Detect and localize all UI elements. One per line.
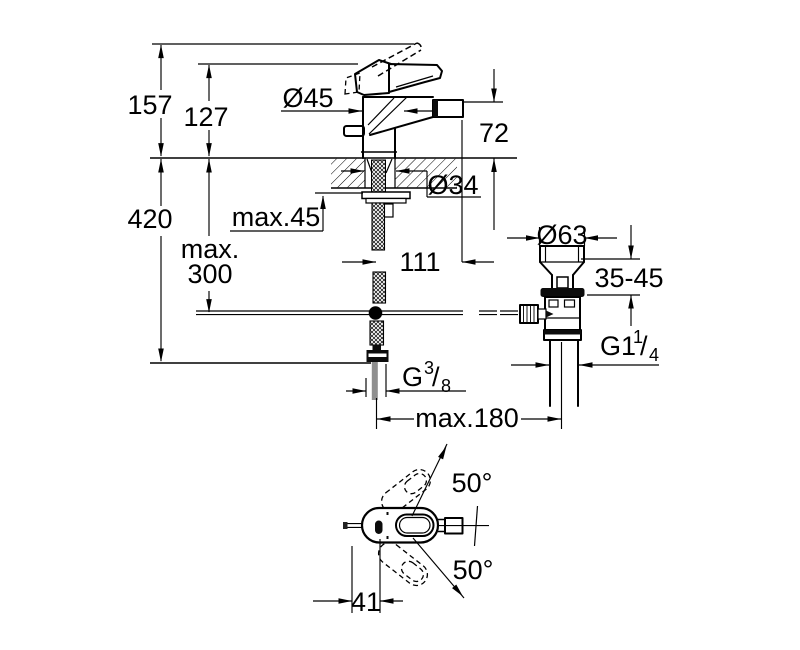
dimension-max180: max.180 bbox=[375, 342, 563, 433]
pop-up-knob bbox=[343, 125, 365, 137]
waste-tailpipe bbox=[549, 339, 579, 407]
dim-label-g38-base: G bbox=[402, 362, 423, 392]
top-view: 50° 50° 41 bbox=[313, 443, 494, 617]
faucet-top-outline bbox=[343, 505, 489, 547]
dimension-157: 157 bbox=[127, 43, 414, 157]
dim-label-g38-sup: 3 bbox=[424, 358, 434, 378]
dim-label-max300-l2: 300 bbox=[187, 259, 232, 289]
dimension-35-45: 35-45 bbox=[581, 225, 664, 326]
faucet-handle-raised-dashed bbox=[344, 42, 422, 95]
dimension-420: 420 bbox=[127, 159, 371, 364]
dim-label-g38-sub: 8 bbox=[441, 376, 451, 396]
dim-label-g114-sup: 1 bbox=[633, 327, 643, 347]
faucet-body bbox=[343, 96, 464, 159]
dim-label-g114-base: G1 bbox=[600, 331, 636, 361]
dimension-127: 127 bbox=[183, 63, 358, 157]
dim-label-max300-l1: max. bbox=[181, 234, 240, 264]
dim-label-50-bottom: 50° bbox=[453, 555, 494, 585]
dim-label-50-top: 50° bbox=[452, 468, 493, 498]
dim-label-g114-slash: / bbox=[640, 331, 648, 361]
dim-label-g114-sub: 4 bbox=[649, 345, 659, 365]
angle-reference-line bbox=[473, 505, 479, 547]
dimension-max300: max. 300 bbox=[181, 159, 240, 313]
dimension-g3-8: G 3 / 8 bbox=[346, 358, 466, 397]
dimension-50deg-top: 50° bbox=[411, 443, 493, 517]
dimensions: 157 127 420 max. 300 bbox=[127, 43, 664, 433]
dim-label-157: 157 bbox=[127, 90, 172, 120]
dim-label-d63: Ø63 bbox=[536, 220, 587, 250]
dimension-g1-1-4: G1 1 / 4 bbox=[511, 327, 659, 368]
countertop-section bbox=[150, 157, 517, 189]
dim-label-max180: max.180 bbox=[415, 403, 519, 433]
rod-ball-joint bbox=[368, 306, 383, 320]
supply-hose bbox=[366, 202, 389, 400]
rod-clamp-knob bbox=[519, 304, 539, 324]
lever-top-view bbox=[395, 513, 435, 537]
dim-label-127: 127 bbox=[183, 102, 228, 132]
dimension-50deg-bottom: 50° bbox=[412, 537, 494, 599]
side-view bbox=[150, 42, 585, 407]
dimension-72: 72 bbox=[464, 69, 509, 230]
mounting-hole-marker bbox=[375, 520, 383, 534]
dim-label-35-45: 35-45 bbox=[594, 263, 663, 293]
supply-tube-end bbox=[371, 362, 378, 400]
hose-nut bbox=[383, 203, 394, 218]
dim-label-g38-slash: / bbox=[432, 362, 440, 392]
pop-up-rod-top bbox=[347, 523, 362, 528]
faucet-handle-solid bbox=[354, 59, 443, 96]
mounting-hardware bbox=[361, 158, 411, 218]
dim-label-d34: Ø34 bbox=[427, 170, 478, 200]
dim-label-420: 420 bbox=[127, 204, 172, 234]
dim-label-72: 72 bbox=[479, 118, 509, 148]
dim-label-max45: max.45 bbox=[232, 202, 321, 232]
pop-up-rod bbox=[196, 306, 518, 320]
dimension-d63: Ø63 bbox=[507, 220, 617, 250]
dim-label-41: 41 bbox=[351, 587, 381, 617]
dimension-d34: Ø34 bbox=[341, 168, 481, 200]
pop-up-waste-valve bbox=[519, 245, 585, 407]
dim-label-111: 111 bbox=[399, 247, 440, 277]
dimension-111: 111 bbox=[342, 120, 494, 277]
dim-label-d45: Ø45 bbox=[282, 83, 333, 113]
dimension-41: 41 bbox=[313, 539, 403, 617]
spout-outlet-edge bbox=[433, 100, 438, 117]
dimension-d45: Ø45 bbox=[281, 83, 433, 114]
dimension-max45: max.45 bbox=[230, 192, 363, 232]
